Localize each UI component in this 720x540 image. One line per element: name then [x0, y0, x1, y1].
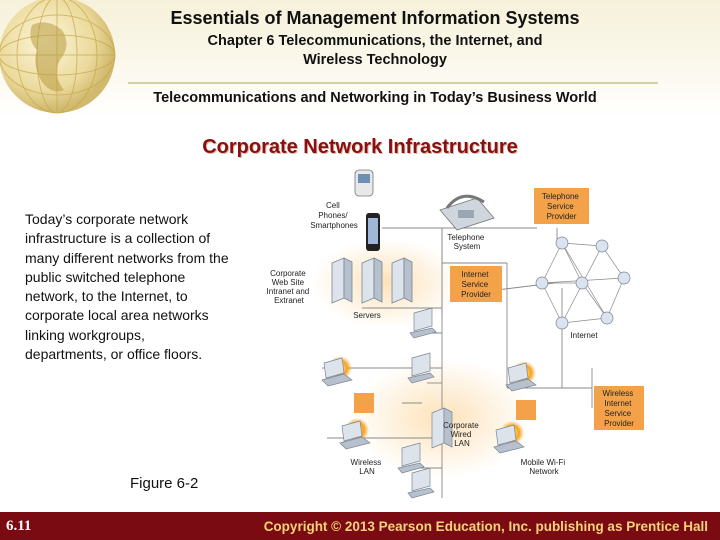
isp-box [450, 266, 502, 302]
slide-header: Essentials of Management Information Sys… [0, 0, 720, 118]
internet-cloud-icon [535, 236, 631, 330]
label-wireless-lan: Wireless LAN [351, 458, 384, 476]
label-corporate-wired-lan: Corporate Wired LAN [443, 421, 481, 448]
telephone-icon [439, 194, 495, 231]
cell-phone-icon [354, 169, 380, 251]
telephone-provider-box [534, 188, 589, 224]
page-number: 6.11 [6, 518, 32, 534]
body-paragraph: Today’s corporate network infrastructure… [25, 211, 229, 363]
wireless-isp-box [594, 386, 644, 430]
chapter-line-2: Wireless Technology [303, 52, 447, 68]
label-telephone-provider: Telephone Service Provider [542, 192, 581, 221]
figure-caption: Figure 6-2 [130, 475, 199, 492]
label-servers: Servers [353, 311, 381, 320]
label-internet: Internet [570, 331, 598, 340]
label-mobile-wifi: Mobile Wi-Fi Network [521, 458, 568, 476]
label-cell-phones: Cell Phones/ Smartphones [310, 201, 358, 230]
chapter-title: Chapter 6 Telecommunications, the Intern… [0, 32, 720, 70]
copyright-text: Copyright © 2013 Pearson Education, Inc.… [263, 519, 708, 534]
mobile-laptop-icon [493, 361, 537, 454]
workstation-icon [397, 307, 437, 499]
lan-switch-icon [431, 407, 453, 449]
wireless-hub-icon [354, 393, 374, 413]
section-title: Telecommunications and Networking in Tod… [153, 90, 597, 106]
label-wireless-isp: Wireless Internet Service Provider [603, 389, 636, 428]
wifi-hub-icon [516, 400, 536, 420]
course-title: Essentials of Management Information Sys… [170, 8, 580, 28]
label-telephone-system: Telephone System [447, 233, 486, 251]
label-isp: Internet Service Provider [461, 270, 491, 299]
slide-title: Corporate Network Infrastructure [202, 136, 518, 158]
wireless-laptop-icon [321, 356, 371, 450]
server-icon [331, 257, 413, 304]
network-diagram: Cell Phones/ Smartphones Telephone Syste… [267, 169, 644, 499]
chapter-line-1: Chapter 6 Telecommunications, the Intern… [207, 33, 543, 49]
slide-footer: 6.11 Copyright © 2013 Pearson Education,… [0, 512, 720, 540]
globe-icon [0, 0, 116, 114]
header-divider [128, 82, 658, 84]
label-corporate-web-site: Corporate Web Site Intranet and Extranet [267, 269, 312, 305]
